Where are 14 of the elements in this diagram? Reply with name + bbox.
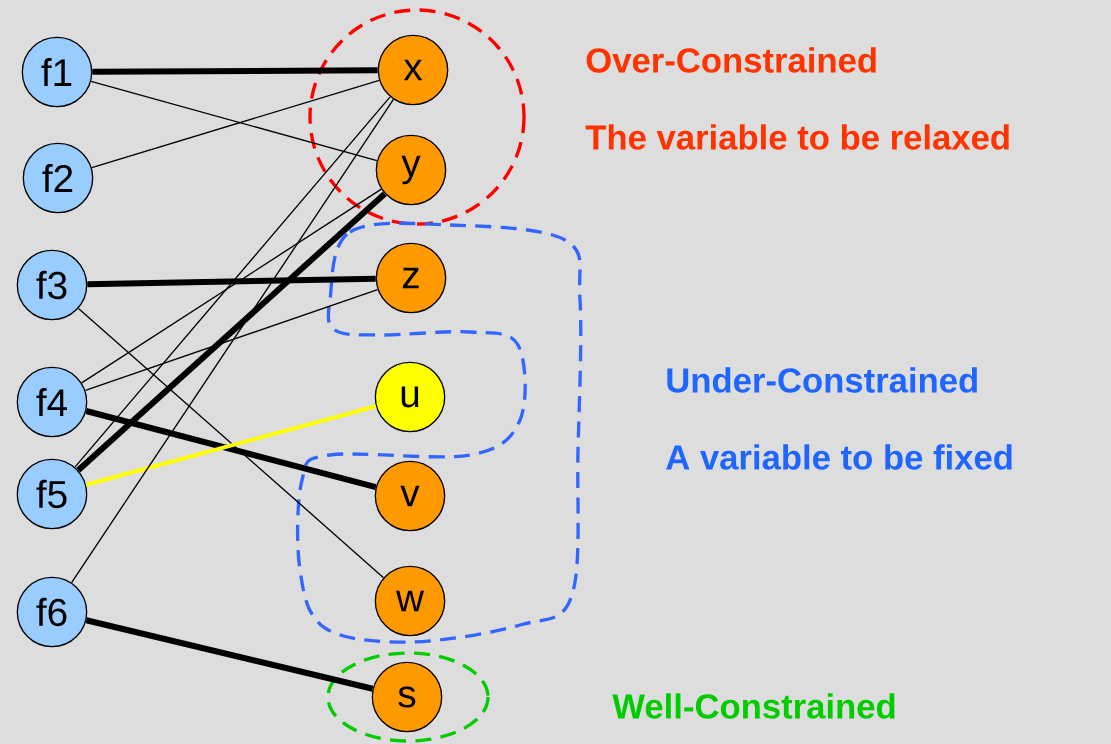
region-label: The variable to be relaxed <box>585 124 1009 150</box>
connector-line <box>84 288 379 392</box>
connector-line <box>70 98 395 584</box>
region-label: A variable to be fixed <box>666 444 1012 470</box>
connector-line <box>76 191 387 473</box>
connector-line <box>92 67 378 75</box>
connector-line <box>85 617 374 692</box>
connector-line <box>81 188 382 384</box>
connector-line <box>87 275 376 288</box>
connector-line <box>77 307 385 579</box>
region-label: Under-Constrained <box>667 367 977 393</box>
connector-line <box>74 96 391 468</box>
region-label: Over-Constrained <box>586 47 876 73</box>
region-label: Well-Constrained <box>612 693 895 719</box>
